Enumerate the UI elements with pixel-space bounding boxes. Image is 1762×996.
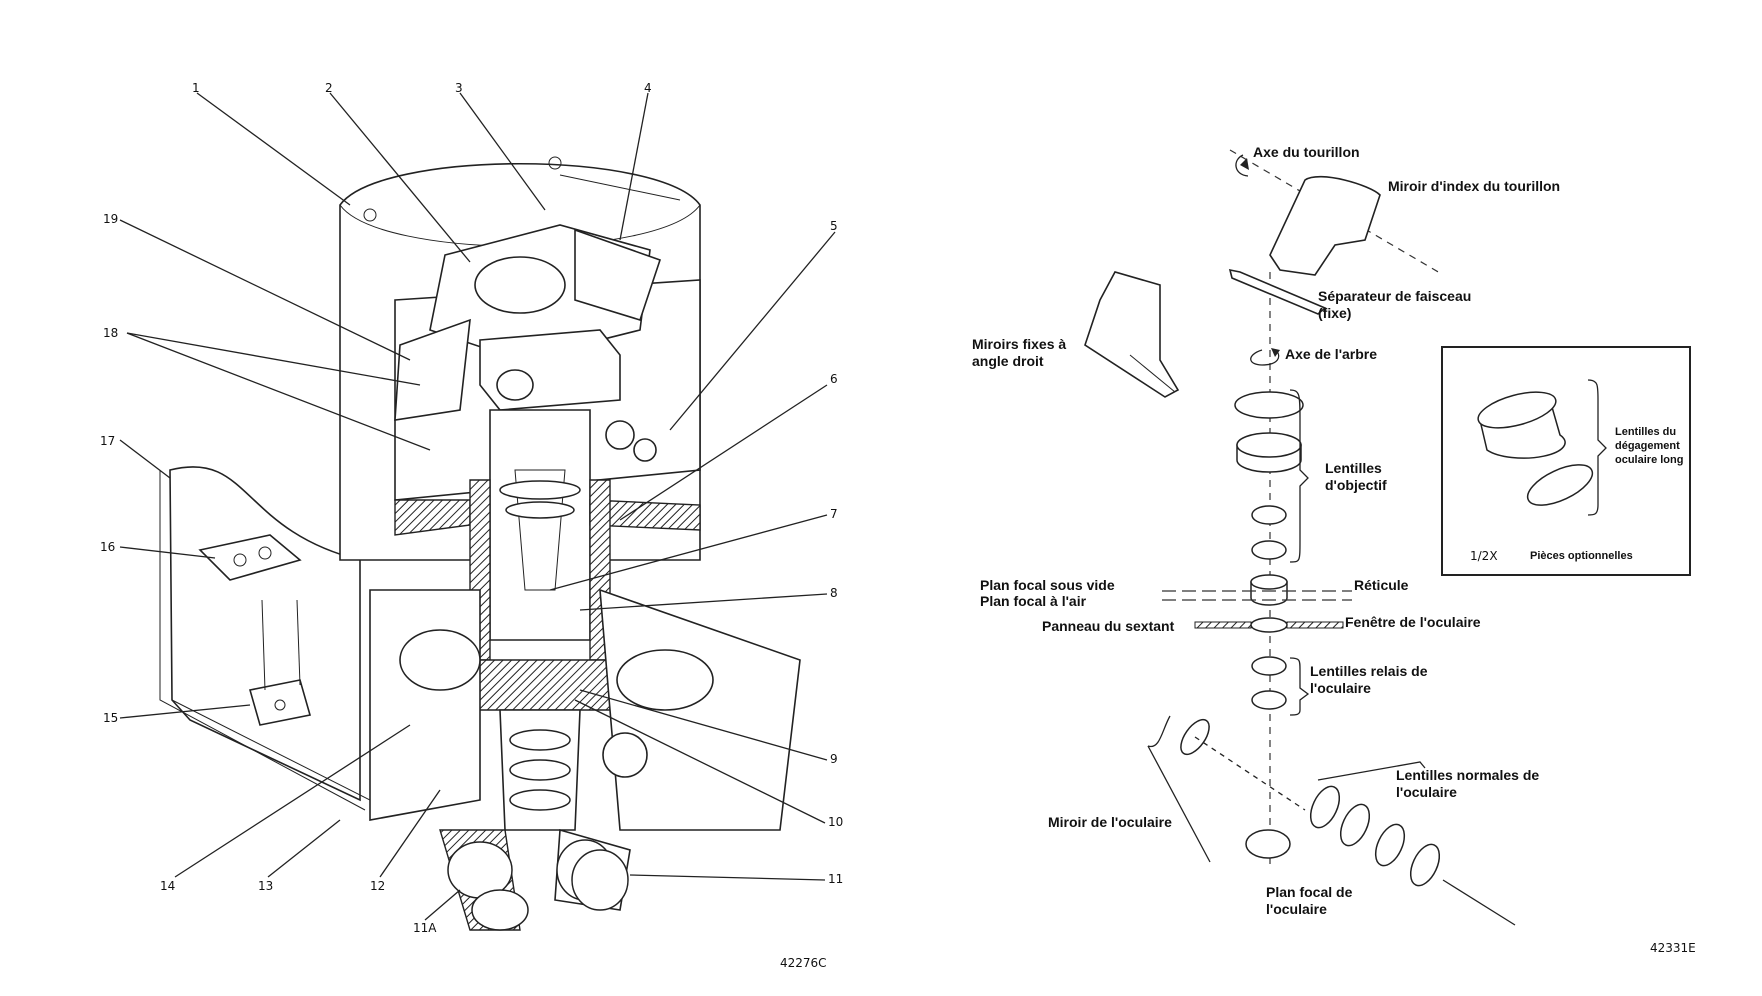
callout-numbers: 1 2 3 4 5 6 7 8 9 10 11 11A 12 13 14 15 … <box>100 81 843 935</box>
callout-15: 15 <box>103 711 118 725</box>
callout-6: 6 <box>830 372 838 386</box>
label-vacuum-focal-plane: Plan focal sous vide <box>980 577 1115 593</box>
callout-17: 17 <box>100 434 115 448</box>
label-normal-lenses-1: Lentilles normales de <box>1396 767 1539 783</box>
label-eyepiece-window: Fenêtre de l'oculaire <box>1345 614 1481 630</box>
label-trunnion-axis: Axe du tourillon <box>1253 144 1360 160</box>
callout-11: 11 <box>828 872 843 886</box>
label-eyepiece-mirror: Miroir de l'oculaire <box>1048 814 1172 830</box>
label-shaft-axis: Axe de l'arbre <box>1285 346 1377 362</box>
callout-8: 8 <box>830 586 838 600</box>
label-relay-lenses-1: Lentilles relais de <box>1310 663 1428 679</box>
label-beam-splitter-2: (fixe) <box>1318 305 1351 321</box>
label-normal-lenses-2: l'oculaire <box>1396 784 1457 800</box>
callout-4: 4 <box>644 81 652 95</box>
label-relay-lenses-2: l'oculaire <box>1310 680 1371 696</box>
callout-18: 18 <box>103 326 118 340</box>
callout-16: 16 <box>100 540 115 554</box>
label-trunnion-index-mirror: Miroir d'index du tourillon <box>1388 178 1560 194</box>
label-eyepiece-focal-plane-1: Plan focal de <box>1266 884 1353 900</box>
callout-3: 3 <box>455 81 463 95</box>
callout-19: 19 <box>103 212 118 226</box>
optical-labels: Axe du tourillon Miroir d'index du touri… <box>972 144 1560 917</box>
optical-path-schematic <box>1084 149 1516 926</box>
label-reticle: Réticule <box>1354 577 1409 593</box>
label-beam-splitter-1: Séparateur de faisceau <box>1318 288 1471 304</box>
label-air-focal-plane: Plan focal à l'air <box>980 593 1087 609</box>
callout-10: 10 <box>828 815 843 829</box>
label-objective-lenses-2: d'objectif <box>1325 477 1387 493</box>
callout-11a: 11A <box>413 921 437 935</box>
callout-leaders <box>119 92 836 921</box>
cutaway-assembly-drawing <box>159 156 801 931</box>
label-sextant-panel: Panneau du sextant <box>1042 618 1175 634</box>
optional-label-2: dégagement <box>1615 440 1680 452</box>
callout-14: 14 <box>160 879 175 893</box>
left-figure-code: 42276C <box>780 956 827 970</box>
right-figure-code: 42331E <box>1650 941 1696 955</box>
optional-parts-box: Lentilles du dégagement oculaire long 1/… <box>1441 346 1691 576</box>
callout-2: 2 <box>325 81 333 95</box>
callout-9: 9 <box>830 752 838 766</box>
label-objective-lenses-1: Lentilles <box>1325 460 1382 476</box>
optional-scale: 1/2X <box>1470 549 1498 563</box>
label-fixed-mirrors-2: angle droit <box>972 353 1044 369</box>
optional-label-3: oculaire long <box>1615 454 1683 466</box>
callout-12: 12 <box>370 879 385 893</box>
callout-7: 7 <box>830 507 838 521</box>
optional-label-1: Lentilles du <box>1615 426 1676 438</box>
callout-1: 1 <box>192 81 200 95</box>
label-fixed-mirrors-1: Miroirs fixes à <box>972 336 1066 352</box>
label-eyepiece-focal-plane-2: l'oculaire <box>1266 901 1327 917</box>
optional-caption: Pièces optionnelles <box>1530 550 1633 562</box>
callout-5: 5 <box>830 219 838 233</box>
callout-13: 13 <box>258 879 273 893</box>
